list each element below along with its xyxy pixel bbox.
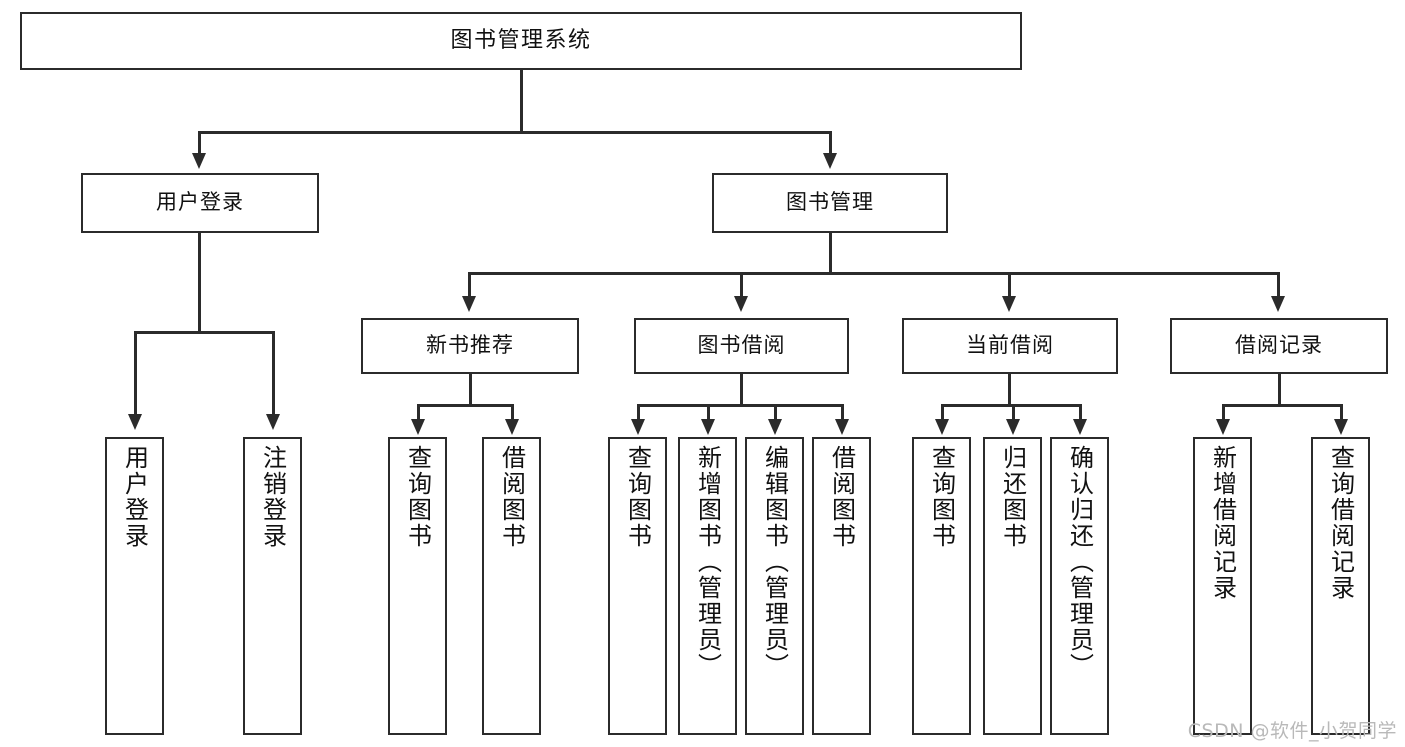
- edge-root-stem: [520, 70, 523, 133]
- leaf-query-book-recommend[interactable]: 查询图书: [388, 437, 447, 735]
- leaf-add-borrow-record-label: 新增借阅记录: [1208, 445, 1237, 601]
- leaf-return-book-label: 归还图书: [998, 445, 1027, 549]
- edge-login-to-leaf2: [272, 331, 275, 417]
- leaf-borrow-book[interactable]: 借阅图书: [812, 437, 871, 735]
- edge-borrow-c4: [841, 404, 844, 422]
- arrow-record-c2: [1334, 419, 1348, 435]
- leaf-logout-label: 注销登录: [258, 445, 287, 549]
- node-root-system[interactable]: 图书管理系统: [20, 12, 1022, 70]
- node-user-login-label: 用户登录: [156, 190, 244, 215]
- leaf-add-book-admin[interactable]: 新增图书（管理员）: [678, 437, 737, 735]
- leaf-query-borrow-record[interactable]: 查询借阅记录: [1311, 437, 1370, 735]
- arrow-newbook-c2: [505, 419, 519, 435]
- edge-borrow-bus: [637, 404, 844, 407]
- arrow-current-c3: [1073, 419, 1087, 435]
- leaf-borrow-book-label: 借阅图书: [827, 445, 856, 549]
- edge-current-c3: [1079, 404, 1082, 422]
- arrow-current-c1: [935, 419, 949, 435]
- edge-newbook-stem: [469, 374, 472, 406]
- arrow-root-to-login: [192, 153, 206, 169]
- leaf-query-book-current[interactable]: 查询图书: [912, 437, 971, 735]
- arrow-borrow-c4: [835, 419, 849, 435]
- edge-login-stem: [198, 233, 201, 333]
- edge-bookmgmt-to-borrow: [740, 272, 743, 300]
- leaf-query-book-current-label: 查询图书: [927, 445, 956, 549]
- edge-record-bus: [1222, 404, 1341, 407]
- edge-login-to-leaf1: [134, 331, 137, 417]
- edge-borrow-c2: [707, 404, 710, 422]
- leaf-query-book-borrow[interactable]: 查询图书: [608, 437, 667, 735]
- arrow-login-to-leaf1: [128, 414, 142, 430]
- node-current-borrow[interactable]: 当前借阅: [902, 318, 1118, 374]
- edge-bookmgmt-to-newbook: [468, 272, 471, 300]
- node-book-management[interactable]: 图书管理: [712, 173, 948, 233]
- leaf-query-borrow-record-label: 查询借阅记录: [1326, 445, 1355, 601]
- edge-bookmgmt-to-record: [1277, 272, 1280, 300]
- arrow-bookmgmt-to-record: [1271, 296, 1285, 312]
- edge-root-to-login: [198, 131, 201, 157]
- leaf-add-book-admin-label: 新增图书（管理员）: [693, 445, 722, 679]
- leaf-add-borrow-record[interactable]: 新增借阅记录: [1193, 437, 1252, 735]
- edge-borrow-c3: [774, 404, 777, 422]
- leaf-edit-book-admin[interactable]: 编辑图书（管理员）: [745, 437, 804, 735]
- leaf-user-login-label: 用户登录: [120, 445, 149, 549]
- edge-borrow-stem: [740, 374, 743, 406]
- arrow-newbook-c1: [411, 419, 425, 435]
- arrow-current-c2: [1006, 419, 1020, 435]
- edge-current-c1: [941, 404, 944, 422]
- node-new-book-recommend-label: 新书推荐: [426, 333, 514, 358]
- leaf-query-book-borrow-label: 查询图书: [623, 445, 652, 549]
- node-root-label: 图书管理系统: [450, 27, 592, 53]
- leaf-borrow-book-recommend-label: 借阅图书: [497, 445, 526, 549]
- edge-current-bus: [941, 404, 1080, 407]
- leaf-return-book[interactable]: 归还图书: [983, 437, 1042, 735]
- arrow-bookmgmt-to-borrow: [734, 296, 748, 312]
- edge-current-c2: [1012, 404, 1015, 422]
- leaf-query-book-recommend-label: 查询图书: [403, 445, 432, 549]
- node-book-management-label: 图书管理: [786, 190, 874, 215]
- leaf-user-login[interactable]: 用户登录: [105, 437, 164, 735]
- edge-newbook-c2: [511, 404, 514, 422]
- leaf-logout[interactable]: 注销登录: [243, 437, 302, 735]
- arrow-borrow-c2: [701, 419, 715, 435]
- node-borrow-record[interactable]: 借阅记录: [1170, 318, 1388, 374]
- leaf-edit-book-admin-label: 编辑图书（管理员）: [760, 445, 789, 679]
- leaf-confirm-return-admin[interactable]: 确认归还（管理员）: [1050, 437, 1109, 735]
- node-book-borrow-label: 图书借阅: [697, 333, 786, 358]
- edge-borrow-c1: [637, 404, 640, 422]
- leaf-borrow-book-recommend[interactable]: 借阅图书: [482, 437, 541, 735]
- arrow-root-to-bookmgmt: [823, 153, 837, 169]
- edge-record-c2: [1340, 404, 1343, 422]
- leaf-confirm-return-admin-label: 确认归还（管理员）: [1065, 445, 1094, 679]
- edge-bookmgmt-to-current: [1008, 272, 1011, 300]
- edge-bookmgmt-bus: [468, 272, 1280, 275]
- csdn-watermark: CSDN @软件_小贺同学: [1187, 720, 1397, 742]
- edge-newbook-c1: [417, 404, 420, 422]
- node-book-borrow[interactable]: 图书借阅: [634, 318, 849, 374]
- edge-record-stem: [1278, 374, 1281, 406]
- edge-bookmgmt-stem: [829, 233, 832, 275]
- node-user-login[interactable]: 用户登录: [81, 173, 319, 233]
- edge-login-bus: [134, 331, 273, 334]
- node-new-book-recommend[interactable]: 新书推荐: [361, 318, 579, 374]
- node-borrow-record-label: 借阅记录: [1235, 333, 1323, 358]
- node-current-borrow-label: 当前借阅: [966, 333, 1054, 358]
- arrow-borrow-c3: [768, 419, 782, 435]
- edge-newbook-bus: [417, 404, 512, 407]
- arrow-record-c1: [1216, 419, 1230, 435]
- edge-root-bus: [198, 131, 832, 134]
- arrow-bookmgmt-to-newbook: [462, 296, 476, 312]
- arrow-login-to-leaf2: [266, 414, 280, 430]
- arrow-borrow-c1: [631, 419, 645, 435]
- edge-root-to-bookmgmt: [829, 131, 832, 157]
- edge-current-stem: [1008, 374, 1011, 406]
- edge-record-c1: [1222, 404, 1225, 422]
- arrow-bookmgmt-to-current: [1002, 296, 1016, 312]
